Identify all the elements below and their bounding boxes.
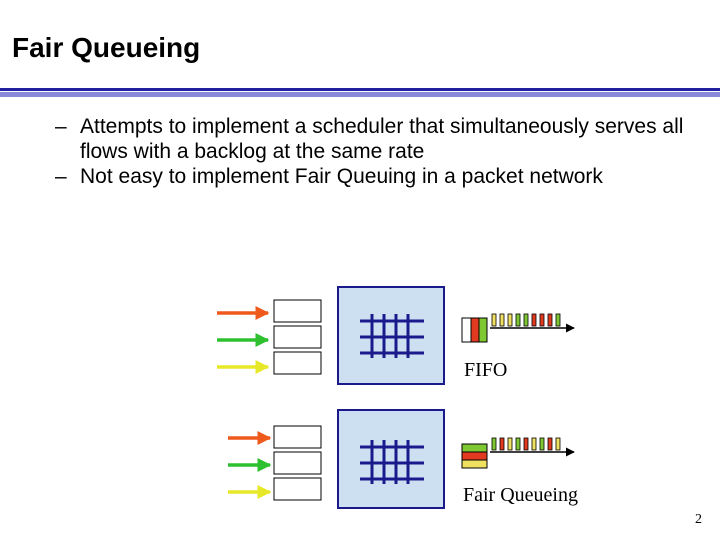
fifo-label: FIFO bbox=[464, 359, 507, 381]
input-buffers bbox=[273, 299, 322, 375]
input-buffer bbox=[273, 351, 322, 375]
input-buffer bbox=[273, 451, 322, 475]
bullet-item: – Not easy to implement Fair Queuing in … bbox=[55, 164, 705, 189]
bullet-dash: – bbox=[55, 165, 67, 188]
title-rule-light bbox=[0, 92, 720, 97]
bullet-item: – Attempts to implement a scheduler that… bbox=[55, 114, 705, 164]
input-buffer bbox=[273, 299, 322, 323]
output-packets bbox=[491, 437, 561, 451]
title-rule-dark bbox=[0, 88, 720, 91]
crossbar-icon bbox=[360, 314, 424, 358]
bullet-list: – Attempts to implement a scheduler that… bbox=[55, 114, 705, 189]
title-rule bbox=[0, 88, 720, 98]
fifo-section: FIFO bbox=[217, 286, 575, 385]
input-buffer bbox=[273, 325, 322, 349]
bullet-text: Not easy to implement Fair Queuing in a … bbox=[80, 165, 603, 188]
bullet-text: Attempts to implement a scheduler that s… bbox=[80, 115, 684, 163]
output-queue bbox=[461, 443, 488, 469]
page-number: 2 bbox=[695, 512, 702, 527]
crossbar-icon bbox=[360, 440, 424, 484]
fair-queueing-section: Fair Queueing bbox=[228, 409, 578, 509]
input-buffer bbox=[273, 477, 322, 501]
input-buffer bbox=[273, 425, 322, 449]
output-queue bbox=[461, 317, 488, 343]
output-packets bbox=[491, 313, 561, 327]
input-buffers bbox=[273, 425, 322, 501]
bullet-dash: – bbox=[55, 115, 67, 138]
slide-title: Fair Queueing bbox=[12, 32, 201, 63]
switch-box bbox=[337, 409, 445, 509]
fair-queueing-label: Fair Queueing bbox=[463, 484, 578, 506]
